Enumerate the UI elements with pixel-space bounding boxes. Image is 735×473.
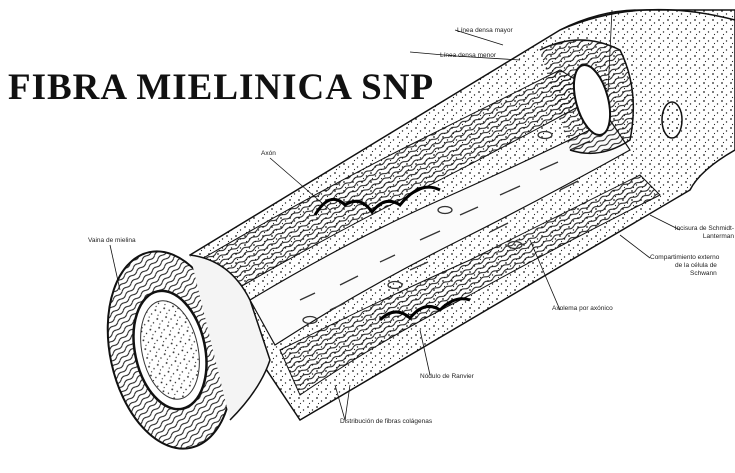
label-axon: Axón [261,150,276,158]
label-compartimiento-1: Compartimiento externo [650,254,719,262]
label-vaina-mielina: Vaina de mielina [88,237,136,245]
label-distribucion: Distribución de fibras colágenas [340,418,432,426]
label-linea-densa-menor: Línea densa menor [440,52,496,60]
label-incisura: Incisura de Schmidt-Lanterman [672,225,734,241]
label-compartimiento-3: Schwann [690,270,717,278]
label-axolema: Axolema por axónico [552,305,613,313]
label-compartimiento-2: de la célula de [675,262,717,270]
diagram-title: FIBRA MIELINICA SNP [8,66,434,109]
label-linea-densa-mayor: Línea densa mayor [457,27,513,35]
label-nodulo-ranvier: Nódulo de Ranvier [420,373,474,381]
